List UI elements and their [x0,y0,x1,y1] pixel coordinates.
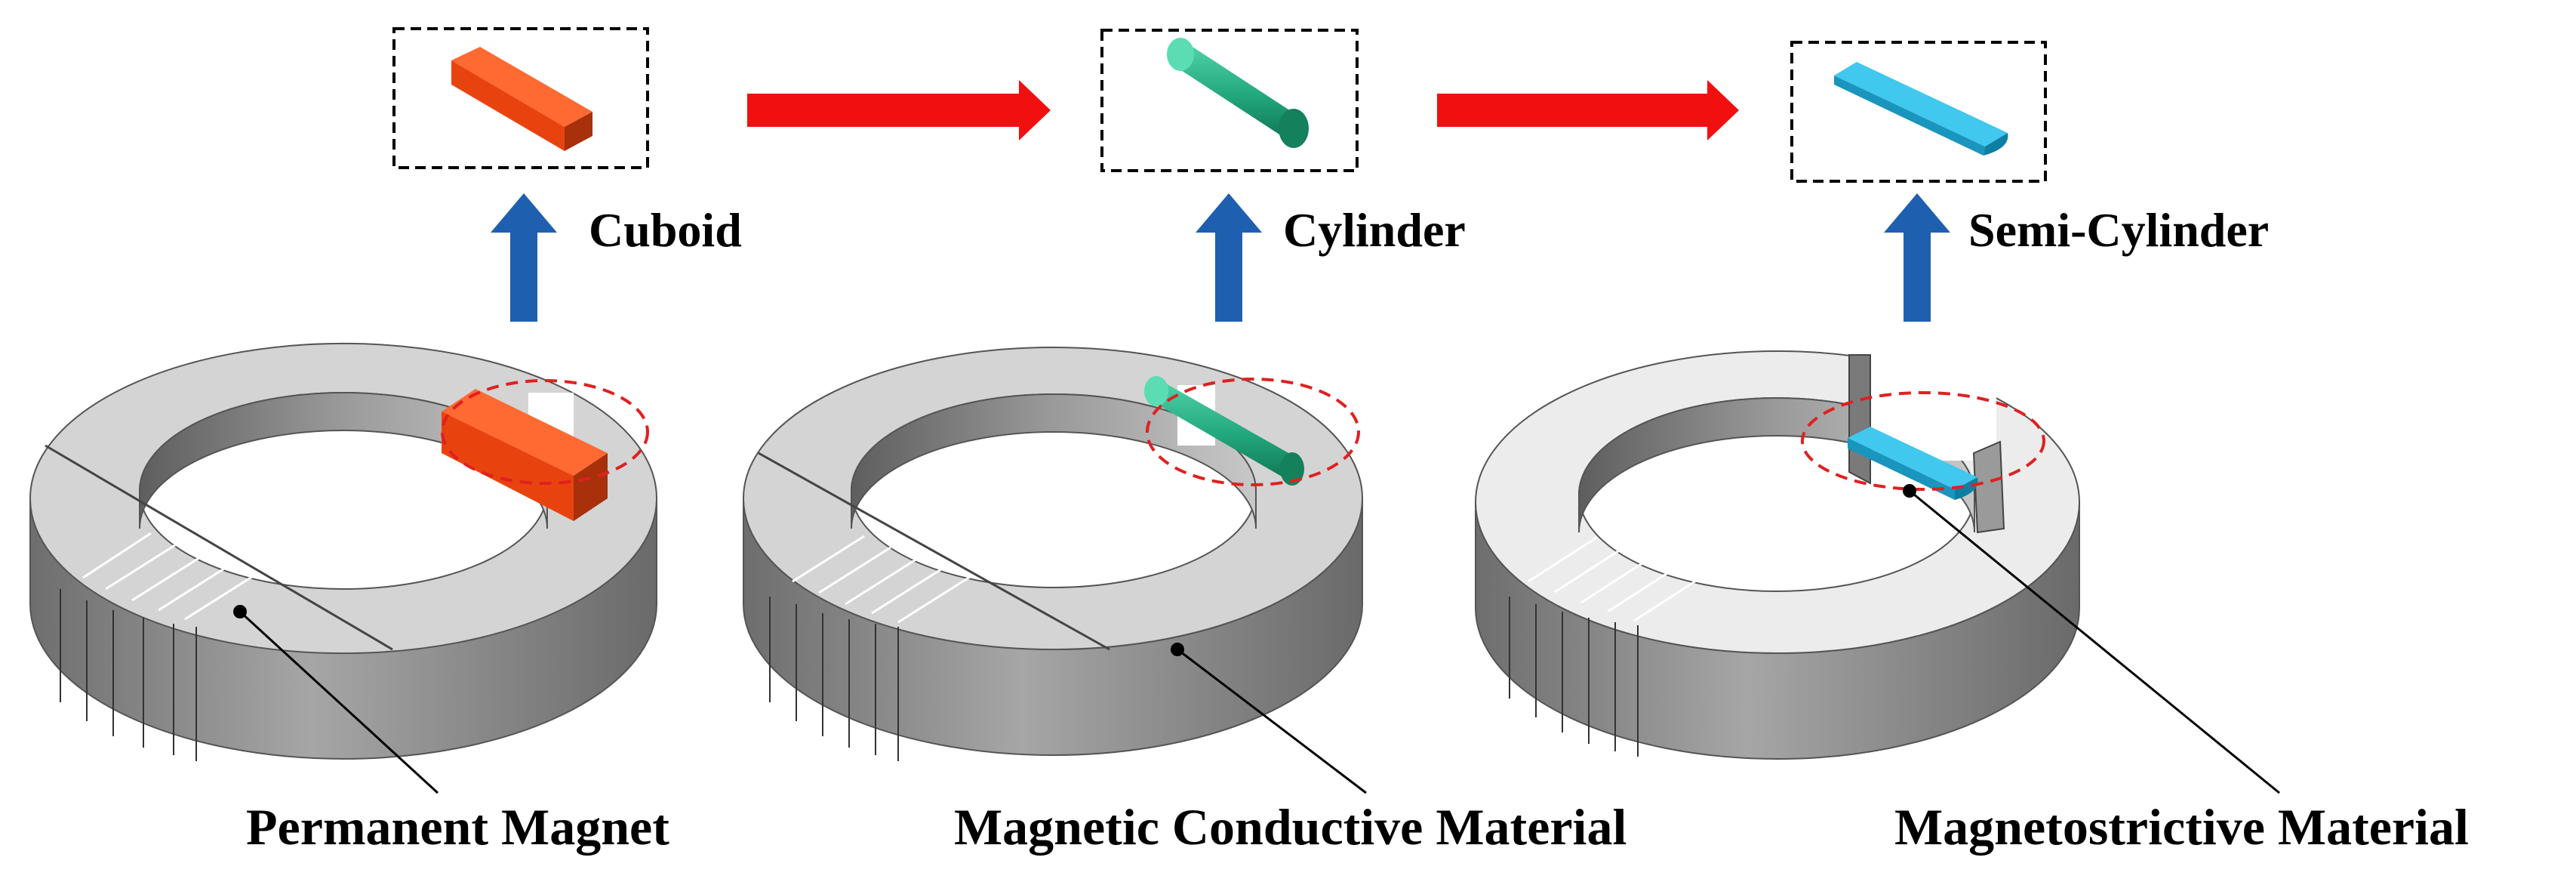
ring-1 [29,343,658,761]
magnetic-conductive-material-label: Magnetic Conductive Material [954,798,1627,856]
semi-cylinder-shape [1834,62,2008,156]
semi-cylinder-label: Semi-Cylinder [1968,203,2269,257]
permanent-magnet-label: Permanent Magnet [246,798,669,856]
up-arrow-1 [491,193,557,322]
ring-2 [742,347,1364,761]
magnetostrictive-semi-cylinder [1848,427,1978,500]
permanent-magnet-block [442,389,608,521]
coil-windings-3 [1509,597,1639,757]
leader-magnetic-conductive [1171,643,1367,794]
magnetic-conductive-cylinder [1144,376,1304,486]
up-arrow-3 [1884,193,1950,322]
highlight-ellipse-3 [1801,391,2045,491]
ring-3 [1474,350,2081,760]
magnetostrictive-material-label: Magnetostrictive Material [1894,798,2469,856]
coil-windings-1 [60,589,197,761]
cylinder-shape [1167,38,1309,148]
cylinder-label: Cylinder [1283,203,1466,257]
cylinder-box [1100,29,1359,172]
cuboid-box [392,27,649,169]
flow-arrow-2 [1437,80,1739,140]
coil-windings-2 [769,597,899,761]
highlight-ellipse-2 [1146,378,1360,486]
flow-arrow-1 [747,80,1051,140]
up-arrow-2 [1196,193,1262,322]
leader-permanent-magnet [233,605,439,794]
highlight-ellipse-1 [441,379,649,485]
cuboid-shape [451,47,592,151]
leader-magnetostrictive [1903,484,2280,794]
cuboid-label: Cuboid [589,203,742,257]
semi-cylinder-box [1790,41,2047,183]
